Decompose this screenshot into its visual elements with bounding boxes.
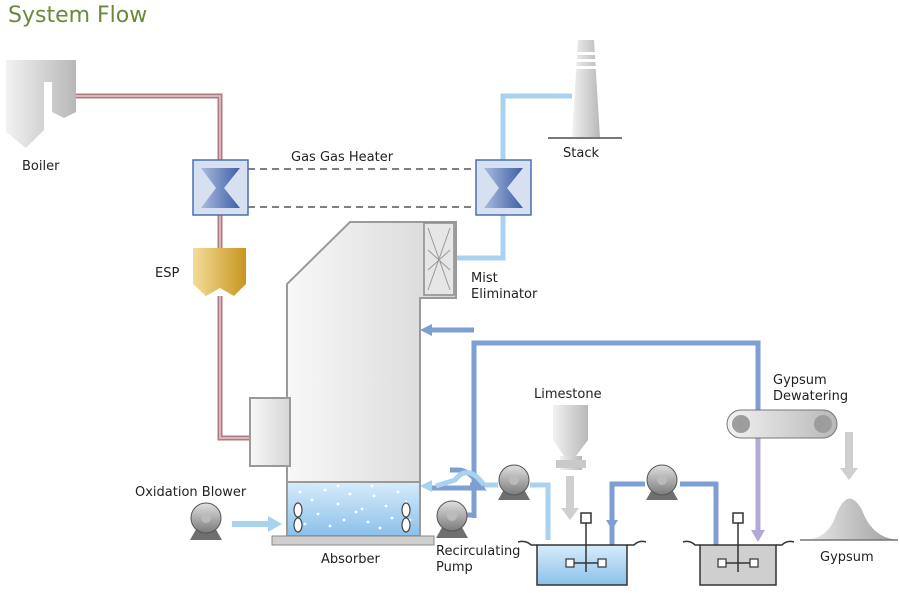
belt-filter-icon bbox=[726, 409, 838, 439]
tank-icon bbox=[517, 512, 647, 586]
stack-label: Stack bbox=[563, 146, 599, 161]
pump-icon bbox=[436, 500, 468, 538]
mist-eliminator-label-1: Mist bbox=[471, 271, 498, 286]
tank-icon bbox=[682, 512, 795, 586]
pump-icon bbox=[190, 502, 222, 540]
gypsum-dewatering-label-2: Dewatering bbox=[773, 389, 848, 404]
gas-gas-heater-label: Gas Gas Heater bbox=[291, 150, 394, 165]
heat-exchanger-icon bbox=[475, 159, 532, 216]
esp-label: ESP bbox=[155, 266, 179, 281]
boiler-icon bbox=[6, 60, 76, 148]
absorber-icon bbox=[249, 221, 457, 546]
boiler-label: Boiler bbox=[22, 159, 60, 174]
mist-eliminator-label-2: Eliminator bbox=[471, 287, 538, 302]
pile-icon bbox=[800, 498, 898, 541]
stack-icon bbox=[548, 40, 622, 139]
pump-icon bbox=[646, 464, 678, 500]
recirculating-pump-label-1: Recirculating bbox=[436, 544, 520, 559]
limestone-label: Limestone bbox=[534, 387, 602, 402]
oxidation-blower-label: Oxidation Blower bbox=[135, 485, 247, 500]
pump-icon bbox=[498, 464, 530, 500]
heat-exchanger-icon bbox=[192, 159, 249, 216]
recirculating-pump-label-2: Pump bbox=[436, 560, 473, 575]
esp-icon bbox=[193, 248, 246, 296]
clean-gas-pipe bbox=[456, 93, 572, 261]
gypsum-label: Gypsum bbox=[820, 550, 874, 565]
page-title: System Flow bbox=[8, 3, 148, 28]
slurry-pipe bbox=[430, 327, 761, 518]
mist-eliminator-icon bbox=[423, 222, 455, 296]
hopper-icon bbox=[553, 405, 588, 470]
absorber-label: Absorber bbox=[321, 552, 380, 567]
gypsum-dewatering-label-1: Gypsum bbox=[773, 373, 827, 388]
